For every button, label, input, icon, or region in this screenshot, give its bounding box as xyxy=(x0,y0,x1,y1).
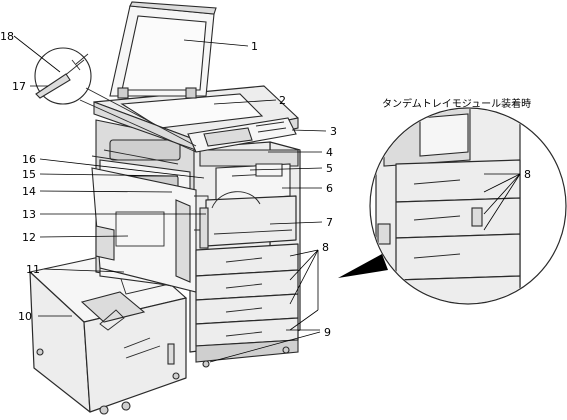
callout-7: 7 xyxy=(326,216,333,229)
callout-3: 3 xyxy=(330,125,337,138)
callout-5: 5 xyxy=(326,162,333,175)
callout-15: 15 xyxy=(22,168,36,181)
callout-14: 14 xyxy=(22,185,36,198)
callout-16: 16 xyxy=(22,153,36,166)
callout-numbers: 1 2 3 4 5 6 7 8 9 10 11 12 13 14 15 16 1… xyxy=(0,30,531,339)
paper-tray-stack xyxy=(195,243,299,368)
callout-4: 4 xyxy=(326,146,333,159)
callout-10: 10 xyxy=(18,310,32,323)
callout-11: 11 xyxy=(26,263,40,276)
callout-18: 18 xyxy=(0,30,14,43)
callout-6: 6 xyxy=(326,182,333,195)
callout-13: 13 xyxy=(22,208,36,221)
callout-2: 2 xyxy=(279,94,286,107)
output-tray-section xyxy=(199,149,299,249)
inset-callout-8: 8 xyxy=(524,168,531,181)
callout-8: 8 xyxy=(322,241,329,254)
scanner-unit xyxy=(93,1,299,153)
stylus-closeup xyxy=(34,47,197,153)
callout-1: 1 xyxy=(251,40,258,53)
callout-17: 17 xyxy=(12,80,26,93)
tandem-tray-inset xyxy=(338,107,567,305)
inset-caption: タンデムトレイモジュール装着時 xyxy=(382,97,531,110)
callout-12: 12 xyxy=(22,231,36,244)
leader-lines xyxy=(13,35,521,363)
callout-9: 9 xyxy=(324,326,331,339)
